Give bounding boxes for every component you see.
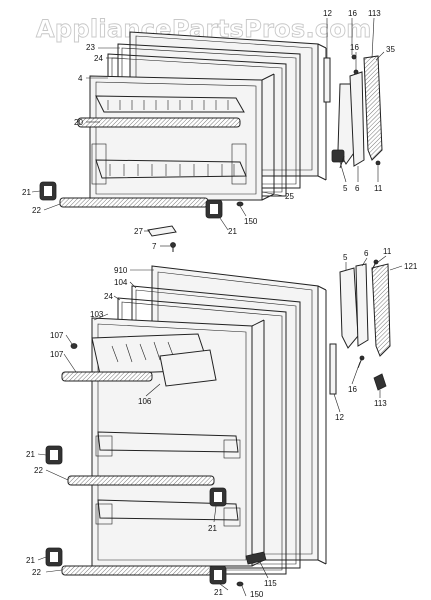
callout-27-top: 27 — [134, 227, 143, 236]
freezer-lower-parts — [39, 181, 244, 252]
callout-11-bottom: 11 — [383, 247, 392, 256]
callout-6-bottom: 6 — [364, 249, 369, 258]
fresh-food-door-liner — [91, 317, 265, 567]
freezer-hinge-parts — [323, 54, 383, 169]
callout-35-top: 35 — [386, 45, 395, 54]
callout-22-bottom-a: 22 — [34, 466, 43, 475]
callout-16-top-a: 16 — [348, 9, 357, 18]
callout-16-top-b: 16 — [350, 43, 359, 52]
fresh-food-shelf-bars — [61, 371, 215, 576]
callout-113-bottom: 113 — [374, 399, 387, 408]
callout-113-top: 113 — [368, 9, 381, 18]
freezer-shelf-bar — [77, 117, 241, 128]
fresh-food-end-caps — [45, 343, 267, 587]
callout-23-top: 23 — [86, 43, 95, 52]
callout-21-bottom-c: 21 — [26, 556, 35, 565]
callout-22-top: 22 — [32, 206, 41, 215]
fresh-food-door-assembly — [45, 259, 391, 587]
callout-5-top: 5 — [343, 184, 348, 193]
callout-22-bottom-b: 22 — [32, 568, 41, 577]
callout-16-bottom: 16 — [348, 385, 357, 394]
callout-25-top: 25 — [285, 192, 294, 201]
callout-104-bottom: 104 — [114, 278, 128, 287]
freezer-door-assembly — [39, 31, 383, 252]
callout-11-top: 11 — [374, 184, 383, 193]
callout-150-top: 150 — [244, 217, 258, 226]
callout-24-bottom: 24 — [104, 292, 113, 301]
callout-107-bottom-a: 107 — [50, 331, 64, 340]
callout-21-top-b: 21 — [228, 227, 237, 236]
callout-107-bottom-b: 107 — [50, 350, 64, 359]
callout-115-bottom: 115 — [264, 579, 277, 588]
callout-4-top: 4 — [78, 74, 83, 83]
callout-7-top: 7 — [152, 242, 157, 251]
callout-labels: 12 16 113 16 35 23 24 4 20 5 6 11 25 21 … — [22, 9, 418, 599]
callout-20-top: 20 — [74, 118, 83, 127]
callout-121-bottom: 121 — [404, 262, 418, 271]
callout-12-top: 12 — [323, 9, 332, 18]
callout-6-top: 6 — [355, 184, 360, 193]
callout-21-top-a: 21 — [22, 188, 31, 197]
callout-106-bottom: 106 — [138, 397, 152, 406]
leader-lines — [31, 17, 403, 597]
callout-103-bottom: 103 — [90, 310, 104, 319]
callout-150-bottom: 150 — [250, 590, 264, 599]
callout-21-bottom-b: 21 — [208, 524, 217, 533]
callout-12-bottom: 12 — [335, 413, 344, 422]
callout-5-bottom: 5 — [343, 253, 348, 262]
freezer-door-liner — [89, 73, 275, 201]
fresh-food-hinge-parts — [329, 259, 391, 395]
callout-21-bottom-d: 21 — [214, 588, 223, 597]
callout-21-bottom-a: 21 — [26, 450, 35, 459]
callout-910-bottom: 910 — [114, 266, 128, 275]
callout-24-top: 24 — [94, 54, 103, 63]
